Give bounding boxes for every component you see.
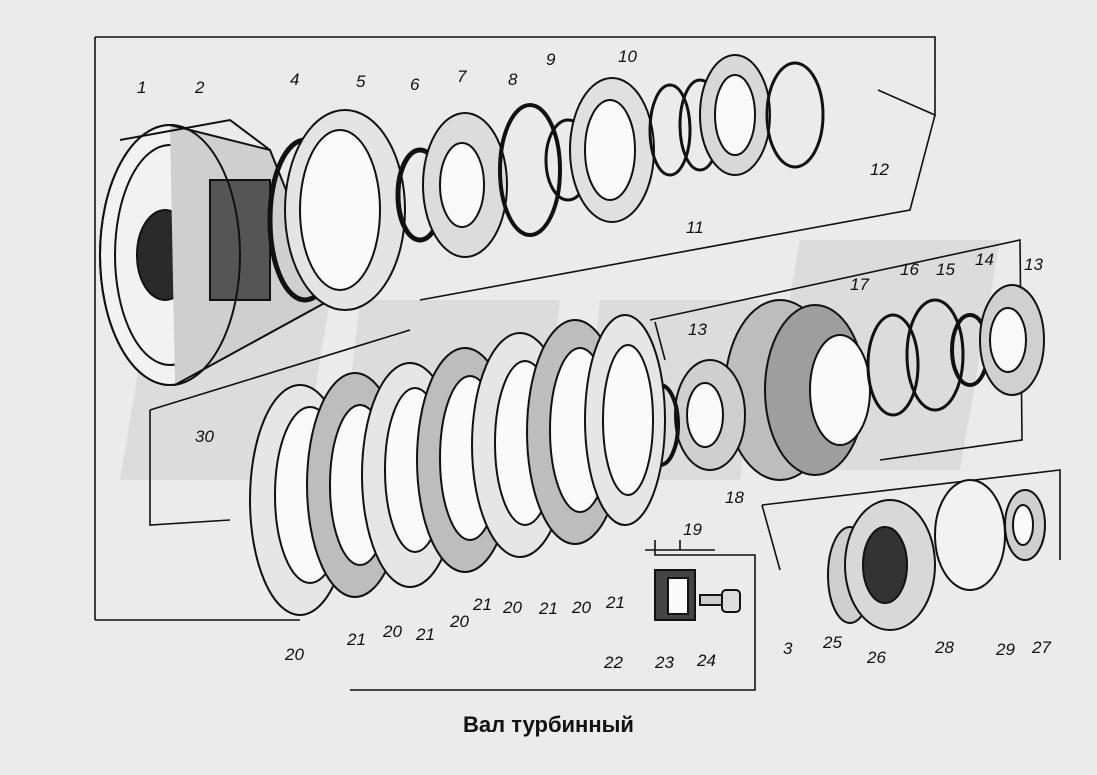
part-number-label: 21 — [346, 630, 366, 649]
part-number-label: 20 — [284, 645, 304, 664]
part-number-label: 12 — [870, 160, 889, 179]
part-number-label: 2 — [194, 78, 205, 97]
part-number-label: 18 — [725, 488, 744, 507]
part-number-label: 13 — [688, 320, 707, 339]
part-number-label: 4 — [290, 70, 299, 89]
part-number-label: 19 — [683, 520, 702, 539]
part-number-label: 10 — [618, 47, 637, 66]
part-number-label: 27 — [1031, 638, 1051, 657]
part-number-label: 21 — [472, 595, 492, 614]
part-number-label: 20 — [449, 612, 469, 631]
part-number-label: 20 — [571, 598, 591, 617]
part-number-label: 20 — [502, 598, 522, 617]
part-number-label: 21 — [415, 625, 435, 644]
part-ring-set-upper — [267, 54, 825, 311]
part-number-label: 14 — [975, 250, 994, 269]
part-gear-assembly — [640, 284, 1045, 481]
diagram-caption: Вал турбинный — [463, 712, 634, 737]
part-number-label: 30 — [195, 427, 214, 446]
part-number-label: 21 — [538, 599, 558, 618]
part-fasteners — [654, 569, 741, 621]
part-number-label: 17 — [850, 275, 869, 294]
part-number-label: 1 — [137, 78, 146, 97]
part-number-label: 16 — [900, 260, 919, 279]
part-housing — [99, 118, 332, 386]
part-number-label: 22 — [603, 653, 623, 672]
part-number-label: 25 — [822, 633, 842, 652]
part-number-label: 26 — [866, 648, 886, 667]
part-number-label: 5 — [356, 72, 366, 91]
part-clutch-pack — [249, 314, 666, 616]
part-number-label: 8 — [508, 70, 518, 89]
part-number-label: 11 — [686, 218, 704, 237]
part-number-label: 21 — [605, 593, 625, 612]
part-number-label: 15 — [936, 260, 955, 279]
part-number-label: 20 — [382, 622, 402, 641]
part-number-label: 6 — [410, 75, 420, 94]
part-number-label: 24 — [696, 651, 716, 670]
part-number-label: 29 — [995, 640, 1015, 659]
part-number-label: 7 — [457, 67, 467, 86]
part-number-label: 23 — [654, 653, 674, 672]
part-number-label: 13 — [1024, 255, 1043, 274]
part-number-label: 28 — [934, 638, 954, 657]
part-lower-right — [827, 479, 1046, 631]
part-number-label: 3 — [783, 639, 793, 658]
part-number-label: 9 — [546, 50, 556, 69]
